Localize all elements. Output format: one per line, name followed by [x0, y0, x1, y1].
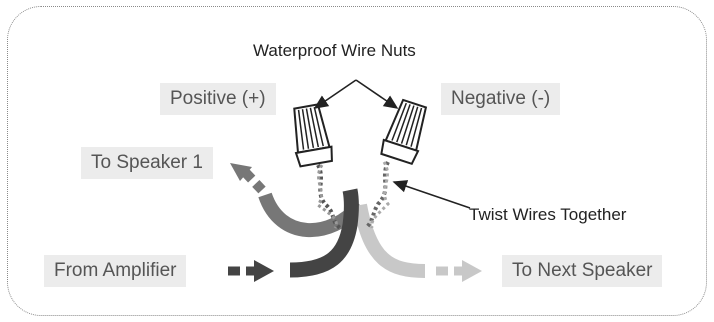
- arrowhead-to-speaker-1: [230, 163, 252, 181]
- dashed-arrow-to-speaker-1: [241, 168, 266, 194]
- arrowhead-from-amplifier: [254, 260, 274, 282]
- arrow-icon: [313, 79, 357, 109]
- twisted-strand-left: [316, 164, 342, 230]
- wire-to-next-speaker: [353, 203, 426, 278]
- negative-label: Negative (-): [441, 83, 561, 115]
- twisted-strand-left-2: [315, 164, 338, 229]
- wire-from-amplifier: [289, 188, 359, 278]
- to-speaker-1-label: To Speaker 1: [81, 147, 213, 179]
- from-amplifier-label: From Amplifier: [44, 255, 187, 287]
- to-next-speaker-label: To Next Speaker: [502, 255, 663, 287]
- wire-nuts-label: Waterproof Wire Nuts: [253, 41, 416, 60]
- diagram-frame: [7, 6, 707, 316]
- positive-label: Positive (+): [160, 83, 276, 115]
- arrow-icon: [355, 79, 399, 109]
- arrow-icon: [392, 180, 471, 209]
- wire-nut-icon: [380, 98, 428, 165]
- arrowhead-to-next-speaker: [462, 260, 482, 282]
- twisted-strand-right-2: [370, 161, 390, 229]
- twist-wires-label: Twist Wires Together: [469, 205, 627, 224]
- twisted-strand-right: [364, 161, 390, 230]
- wire-nut-icon: [293, 103, 333, 168]
